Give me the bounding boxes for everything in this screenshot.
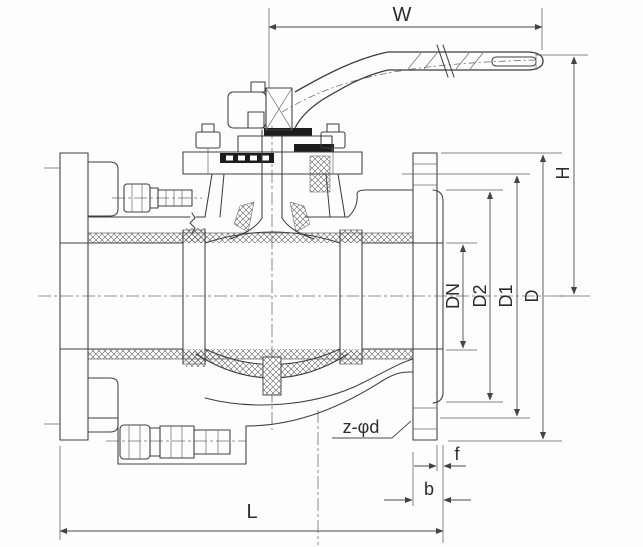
centerlines — [38, 59, 566, 545]
label-L: L — [246, 501, 257, 523]
valve-body — [44, 44, 544, 465]
left-flange — [44, 152, 119, 441]
bottom-body — [87, 358, 414, 465]
seal-wedge-right — [289, 201, 311, 233]
handle-break-marks — [436, 44, 455, 78]
label-D2: D2 — [470, 284, 490, 307]
body-joint-bolt-top — [123, 183, 193, 213]
dimension-labels: W H DN D2 D1 D z-φd f b L — [246, 4, 573, 523]
thrust-washer — [294, 144, 334, 152]
handle — [294, 44, 544, 129]
label-bolt-holes: z-φd — [343, 417, 380, 437]
ball-support-rib — [263, 357, 281, 395]
leader-bolt-holes — [332, 420, 412, 439]
label-DN: DN — [443, 283, 463, 309]
label-W: W — [393, 4, 412, 26]
stem — [227, 81, 333, 240]
drain-bolt — [119, 424, 231, 460]
dimension-lines — [59, 8, 590, 543]
bonnet-gland — [182, 123, 363, 218]
liner-hatch-bottom — [88, 349, 413, 359]
right-flange — [412, 152, 444, 441]
label-b: b — [424, 479, 434, 499]
label-D1: D1 — [496, 284, 516, 307]
ball-bottom-hatch — [196, 349, 348, 378]
label-f: f — [454, 444, 460, 464]
gland-bolt-right — [320, 123, 346, 174]
label-H: H — [553, 167, 573, 180]
packing-ring — [220, 153, 274, 163]
seal-wedge-left — [233, 201, 255, 233]
gland-bolt-left — [195, 123, 221, 174]
stem-packing-hatch — [309, 155, 331, 193]
liner-hatch-top — [88, 233, 413, 243]
label-D: D — [522, 290, 542, 303]
stop-plate — [264, 128, 312, 136]
stem-nut — [227, 91, 267, 129]
ball-and-seats — [182, 229, 363, 396]
